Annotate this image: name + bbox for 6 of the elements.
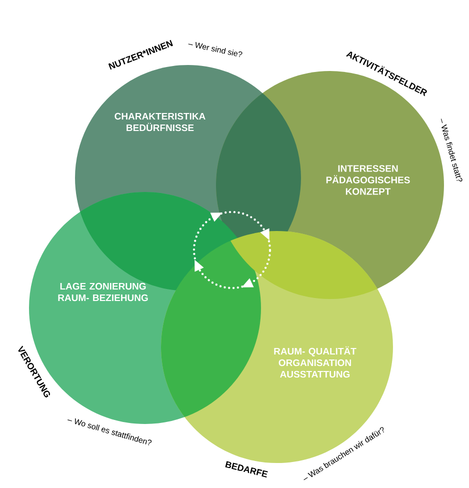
heading-question: – Wer sind sie? — [188, 42, 242, 58]
circle-label: LAGE ZONIERUNG RAUM- BEZIEHUNG — [58, 282, 148, 302]
heading-question: – Was findet statt? — [440, 118, 462, 182]
circle-label: RAUM- QUALITÄT ORGANISATION AUSSTATTUNG — [274, 346, 356, 378]
circle-label: CHARAKTERISTIKA BEDÜRFNISSE — [114, 112, 206, 132]
circle-label: INTERESSEN PÄDAGOGISCHES KONZEPT — [326, 165, 410, 195]
